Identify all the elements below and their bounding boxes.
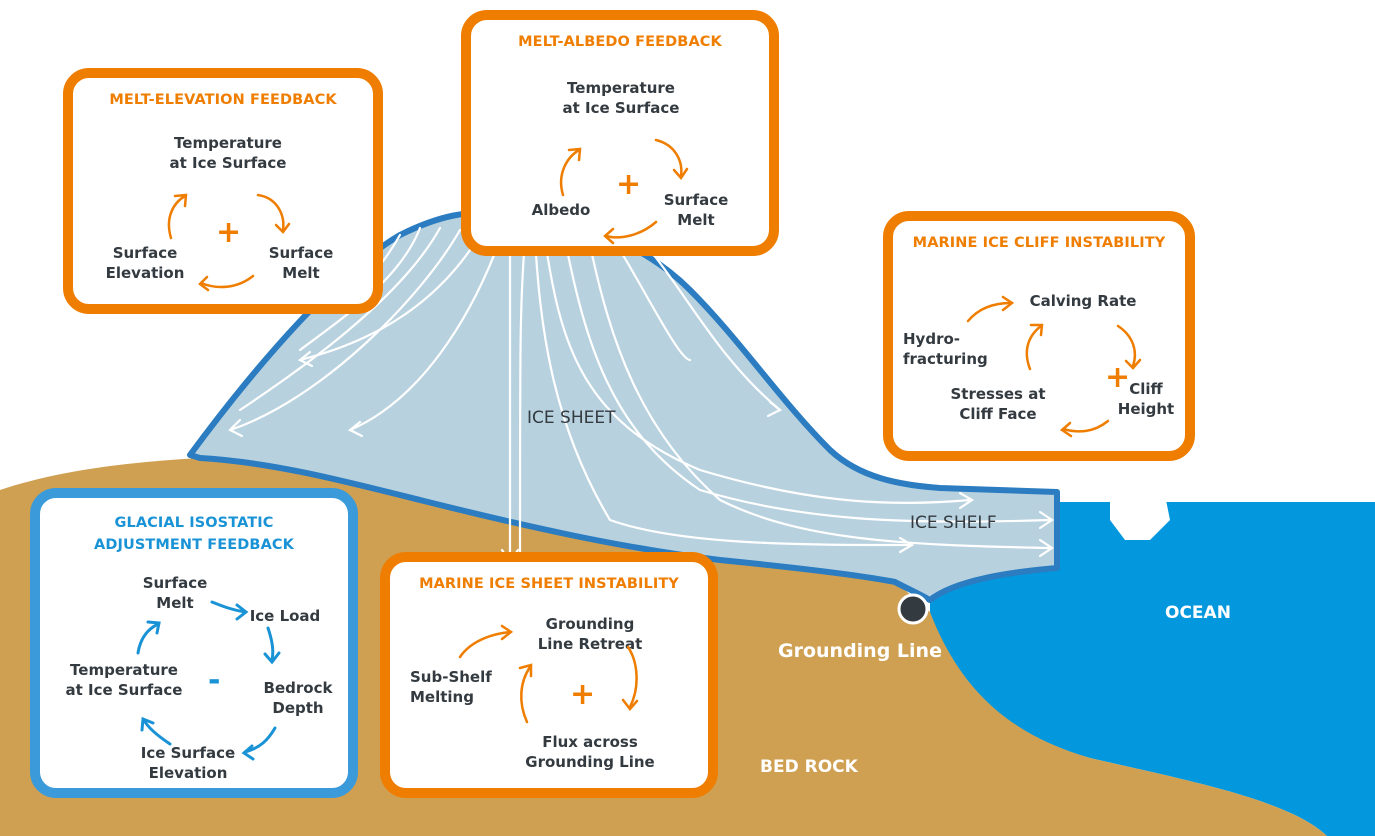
ocean: [930, 502, 1375, 836]
node-calving-rate: Calving Rate: [1029, 292, 1137, 310]
node-hydrofracturing: Hydro- fracturing: [903, 330, 988, 368]
glacial-isostatic-adjustment-box: GLACIAL ISOSTATIC ADJUSTMENT FEEDBACK Su…: [30, 488, 358, 798]
feedback-sign: +: [570, 677, 596, 712]
box-title: MARINE ICE SHEET INSTABILITY: [419, 576, 679, 592]
ice-flow-arrowheads: [228, 350, 1054, 564]
node-cliff-height: Cliff Height: [1117, 380, 1175, 418]
iceberg: [1110, 485, 1170, 540]
node-flux-across-grounding-line: Flux across Grounding Line: [525, 733, 655, 771]
node-ice-surface-elevation: Ice Surface Elevation: [140, 744, 236, 782]
node-ice-load: Ice Load: [249, 607, 321, 625]
node-grounding-line-retreat: Grounding Line Retreat: [537, 615, 643, 653]
node-surface-melt: Surface Melt: [142, 574, 208, 612]
feedback-sign: +: [216, 215, 242, 250]
grounding-line-label: Grounding Line: [778, 640, 942, 662]
node-temperature: Temperature at Ice Surface: [169, 134, 287, 172]
node-temperature: Temperature at Ice Surface: [562, 79, 680, 117]
cycle-arrows: [458, 624, 639, 724]
cycle-arrows: [136, 600, 281, 761]
ocean-label: OCEAN: [1165, 603, 1231, 623]
node-temperature: Temperature at Ice Surface: [65, 661, 183, 699]
box-title: MARINE ICE CLIFF INSTABILITY: [912, 235, 1166, 251]
cycle-arrows: [559, 138, 689, 245]
node-stresses: Stresses at Cliff Face: [950, 385, 1046, 423]
box-title: GLACIAL ISOSTATIC ADJUSTMENT FEEDBACK: [94, 515, 294, 553]
grounding-line-marker: [897, 593, 929, 625]
cycle-arrows: [167, 193, 291, 292]
marine-ice-cliff-instability-box: MARINE ICE CLIFF INSTABILITY Calving Rat…: [883, 211, 1195, 461]
ice-shelf-label: ICE SHELF: [910, 513, 997, 533]
melt-albedo-feedback-box: MELT-ALBEDO FEEDBACK Temperature at Ice …: [461, 10, 779, 256]
ice-sheet: [187, 209, 1060, 603]
feedback-sign: +: [616, 167, 642, 202]
node-surface-melt: Surface Melt: [268, 244, 334, 282]
box-title: MELT-ELEVATION FEEDBACK: [109, 92, 337, 108]
cycle-arrows: [966, 295, 1142, 438]
ice-sheet-label: ICE SHEET: [527, 408, 616, 428]
node-bedrock-depth: Bedrock Depth: [263, 679, 333, 717]
node-sub-shelf-melting: Sub-Shelf Melting: [410, 668, 492, 706]
feedback-sign: +: [1105, 360, 1131, 395]
node-surface-elevation: Surface Elevation: [105, 244, 185, 282]
bedrock-label: BED ROCK: [760, 757, 858, 777]
melt-elevation-feedback-box: MELT-ELEVATION FEEDBACK Temperature at I…: [63, 68, 383, 314]
node-surface-melt: Surface Melt: [663, 191, 729, 229]
box-title: MELT-ALBEDO FEEDBACK: [518, 34, 722, 50]
feedback-sign: -: [208, 663, 221, 698]
node-albedo: Albedo: [531, 201, 591, 219]
marine-ice-sheet-instability-box: MARINE ICE SHEET INSTABILITY Grounding L…: [380, 552, 718, 798]
